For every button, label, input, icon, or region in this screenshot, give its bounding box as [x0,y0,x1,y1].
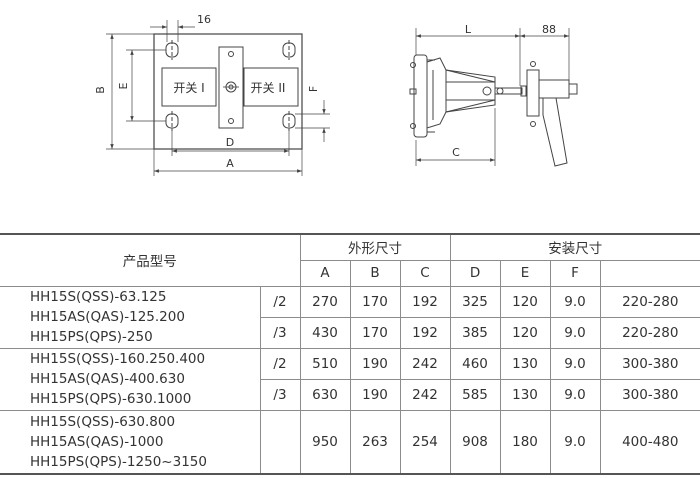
switch-2-label: 开关 II [251,81,286,95]
dim-label-f: F [307,86,320,92]
dim-label-a: A [226,157,234,170]
value-cell: 263 [349,409,401,475]
model-name: HH15PS(QPS)-1250~3150 [30,453,207,470]
value-cell: 9.0 [549,378,601,411]
value-cell: 325 [449,285,501,318]
poles-cell: /2 [259,347,301,380]
model-name: HH15PS(QPS)-250 [30,329,153,345]
dim-label-l: L [465,23,472,36]
value-cell: 170 [349,316,401,349]
col-header-f: F [549,259,601,287]
value-cell: 180 [499,409,551,475]
shaft [494,87,523,95]
dim-label-16: 16 [197,13,211,26]
value-cell: 950 [299,409,351,475]
switch-2-outline [243,67,299,107]
value-cell: 254 [399,409,451,475]
value-cell: 400-480 [599,409,700,475]
switch-1-outline [161,67,217,107]
switch-1-label: 开关 I [173,81,204,95]
model-name: HH15S(QSS)-63.125 [30,289,167,305]
model-name: HH15AS(QAS)-400.630 [30,371,185,387]
value-cell: 270 [299,285,351,318]
value-cell: 192 [399,285,451,318]
table-row: HH15S(QSS)-630.800 HH15AS(QAS)-1000 HH15… [0,409,700,475]
value-cell: 430 [299,316,351,349]
handle-lever [542,97,568,167]
bracket-body [426,57,496,129]
col-header-c: C [399,259,451,287]
table-row: /3 630 190 242 585 130 9.0 300-380 [0,378,700,411]
value-cell: 120 [499,316,551,349]
value-cell: 9.0 [549,347,601,380]
value-cell: 242 [399,347,451,380]
header-install-dimensions: 安装尺寸 [449,233,700,261]
poles-cell [259,409,301,475]
dim-label-88: 88 [542,23,556,36]
col-header-d: D [449,259,501,287]
mounting-plate [153,33,303,150]
col-header-blank [599,259,700,287]
value-cell: 190 [349,378,401,411]
center-mechanism [218,46,244,129]
value-cell: 190 [349,347,401,380]
front-view [106,20,330,176]
value-cell: 510 [299,347,351,380]
model-name: HH15S(QSS)-160.250.400 [30,351,206,367]
value-cell: 9.0 [549,409,601,475]
model-name: HH15AS(QAS)-125.200 [30,309,185,325]
dim-label-c: C [452,146,460,159]
col-header-b: B [349,259,401,287]
value-cell: 460 [449,347,501,380]
value-cell: 192 [399,316,451,349]
header-outer-dimensions: 外形尺寸 [299,233,451,261]
side-view [409,28,578,167]
value-cell: 9.0 [549,285,601,318]
value-cell: 585 [449,378,501,411]
model-name: HH15AS(QAS)-1000 [30,433,164,450]
value-cell: 300-380 [599,378,700,411]
value-cell: 385 [449,316,501,349]
handle-base [526,69,540,117]
value-cell: 130 [499,378,551,411]
model-cell: HH15S(QSS)-63.125 HH15AS(QAS)-125.200 HH… [0,285,261,349]
poles-cell: /3 [260,378,301,411]
value-cell: 630 [299,378,351,411]
value-cell: 220-280 [599,316,700,349]
value-cell: 120 [499,285,551,318]
spec-table: 产品型号 外形尺寸 安装尺寸 A B C D E F HH15S(QSS)-63… [0,233,700,475]
value-cell: 9.0 [549,316,601,349]
dim-label-e: E [117,82,130,89]
table-row: HH15S(QSS)-63.125 HH15AS(QAS)-125.200 HH… [0,285,700,349]
model-cell: HH15S(QSS)-160.250.400 HH15AS(QAS)-400.6… [0,347,261,411]
table-row: HH15S(QSS)-160.250.400 HH15AS(QAS)-400.6… [0,347,700,411]
dim-label-d: D [226,136,234,149]
technical-drawing: 16 B E F D A 开关 I 开关 II [94,13,578,176]
col-header-a: A [300,259,351,287]
dim-label-b: B [94,86,107,94]
model-cell: HH15S(QSS)-630.800 HH15AS(QAS)-1000 HH15… [0,409,261,475]
model-name: HH15PS(QPS)-630.1000 [30,391,192,407]
value-cell: 130 [499,347,551,380]
value-cell: 220-280 [599,285,700,318]
poles-cell: /2 [259,285,301,318]
value-cell: 908 [449,409,501,475]
value-cell: 242 [399,378,451,411]
poles-cell: /3 [260,316,301,349]
value-cell: 170 [349,285,401,318]
col-header-e: E [499,259,551,287]
base-plate [413,54,428,138]
value-cell: 300-380 [599,347,700,380]
header-model: 产品型号 [0,233,301,287]
model-name: HH15S(QSS)-630.800 [30,413,176,430]
